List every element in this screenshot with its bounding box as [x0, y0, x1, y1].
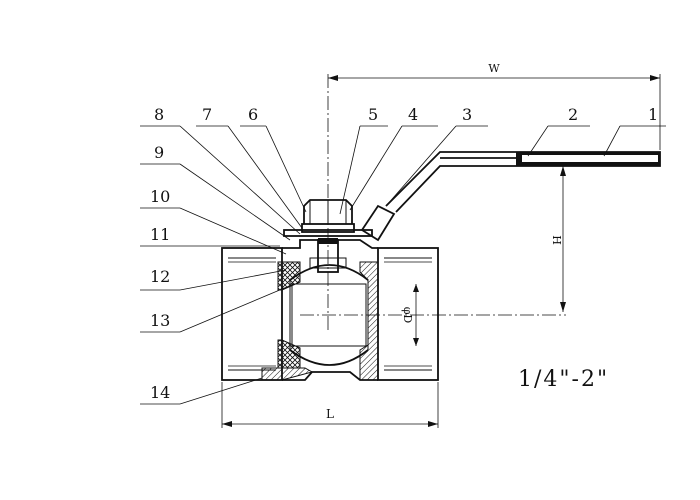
callout-9: 9	[154, 143, 164, 162]
callout-8: 8	[154, 105, 164, 124]
callout-12: 12	[150, 267, 170, 286]
callout-1: 1	[648, 105, 658, 124]
callout-11: 11	[150, 225, 170, 244]
dimension-w: W	[328, 62, 661, 150]
dimension-d: φD	[401, 284, 419, 346]
callout-5: 5	[368, 105, 378, 124]
dimension-l: L	[221, 382, 439, 428]
dimension-w-label: W	[488, 62, 500, 75]
callout-14: 14	[150, 383, 170, 402]
size-range-label: 1/4"-2"	[518, 367, 609, 392]
seats	[277, 261, 301, 369]
leader-lines	[140, 125, 666, 405]
dimension-h-label: H	[550, 235, 563, 245]
callout-2: 2	[568, 105, 578, 124]
callout-4: 4	[408, 105, 418, 124]
callout-6: 6	[248, 105, 258, 124]
dimension-d-label: φD	[401, 307, 414, 324]
handle	[360, 151, 661, 242]
callout-7: 7	[202, 105, 212, 124]
callout-labels: 1 2 3 4 5 6 7 8 9 10 11 12 13 14	[150, 105, 658, 402]
dimension-l-label: L	[326, 407, 334, 421]
callout-3: 3	[462, 105, 472, 124]
callout-13: 13	[150, 311, 170, 330]
callout-10: 10	[150, 187, 170, 206]
dimension-h: H	[550, 166, 566, 312]
center-lines	[300, 74, 566, 330]
